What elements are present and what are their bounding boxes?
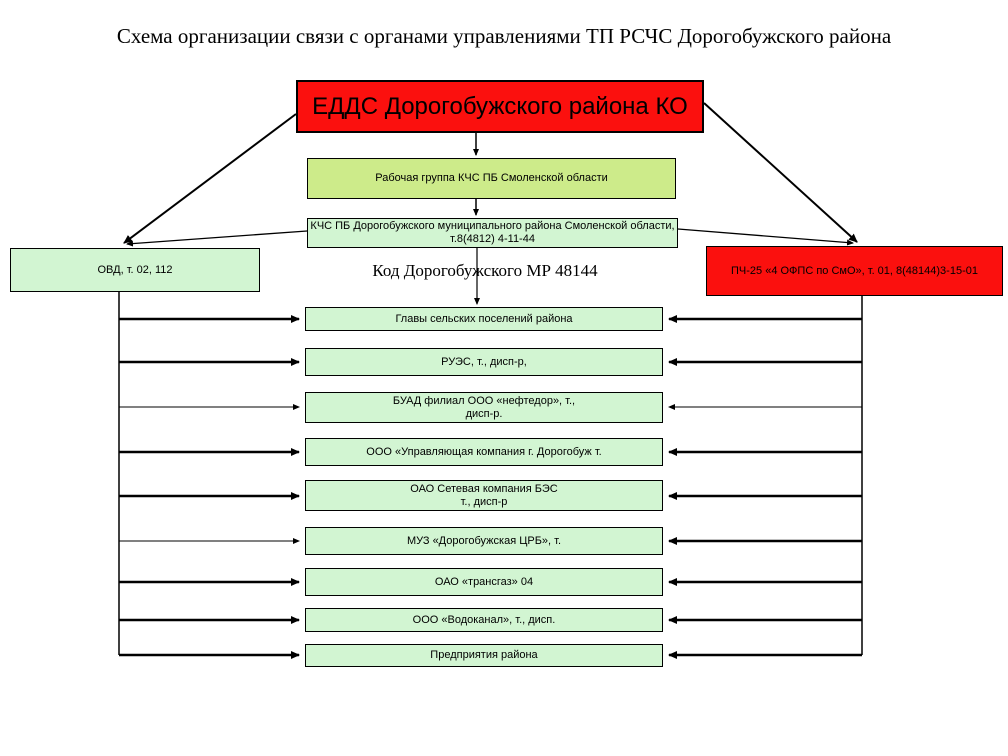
node-ovd: ОВД, т. 02, 112 xyxy=(10,248,260,292)
row-district-enterprises: Предприятия района xyxy=(305,644,663,667)
arrow-edds-to-ovd xyxy=(123,113,297,244)
row-buad-neftedor: БУАД филиал ООО «нефтедор», т., дисп-р. xyxy=(305,392,663,423)
row-vodokanal: ООО «Водоканал», т., дисп. xyxy=(305,608,663,632)
node-edds: ЕДДС Дорогобужского района КО xyxy=(296,80,704,133)
arrow-edds-to-fire-station xyxy=(703,102,858,243)
node-fire-station: ПЧ-25 «4 ОФПС по СмО», т. 01, 8(48144)3-… xyxy=(706,246,1003,296)
row-management-company: ООО «Управляющая компания г. Дорогобуж т… xyxy=(305,438,663,466)
arrow-kchs-to-fire-station xyxy=(677,228,854,246)
arrow-kchs-to-ovd xyxy=(126,230,308,247)
row-ruas: РУЭС, т., дисп-р, xyxy=(305,348,663,376)
row-network-company-bes: ОАО Сетевая компания БЭС т., дисп-р xyxy=(305,480,663,511)
diagram-title: Схема организации связи с органами управ… xyxy=(116,24,892,48)
row-transgaz: ОАО «трансгаз» 04 xyxy=(305,568,663,596)
node-kchs: КЧС ПБ Дорогобужского муниципального рай… xyxy=(307,218,678,248)
row-crb-hospital: МУЗ «Дорогобужская ЦРБ», т. xyxy=(305,527,663,555)
district-code-label: Код Дорогобужского МР 48144 xyxy=(372,261,598,280)
row-heads-of-settlements: Главы сельских поселений района xyxy=(305,307,663,331)
node-working-group: Рабочая группа КЧС ПБ Смоленской области xyxy=(307,158,676,199)
